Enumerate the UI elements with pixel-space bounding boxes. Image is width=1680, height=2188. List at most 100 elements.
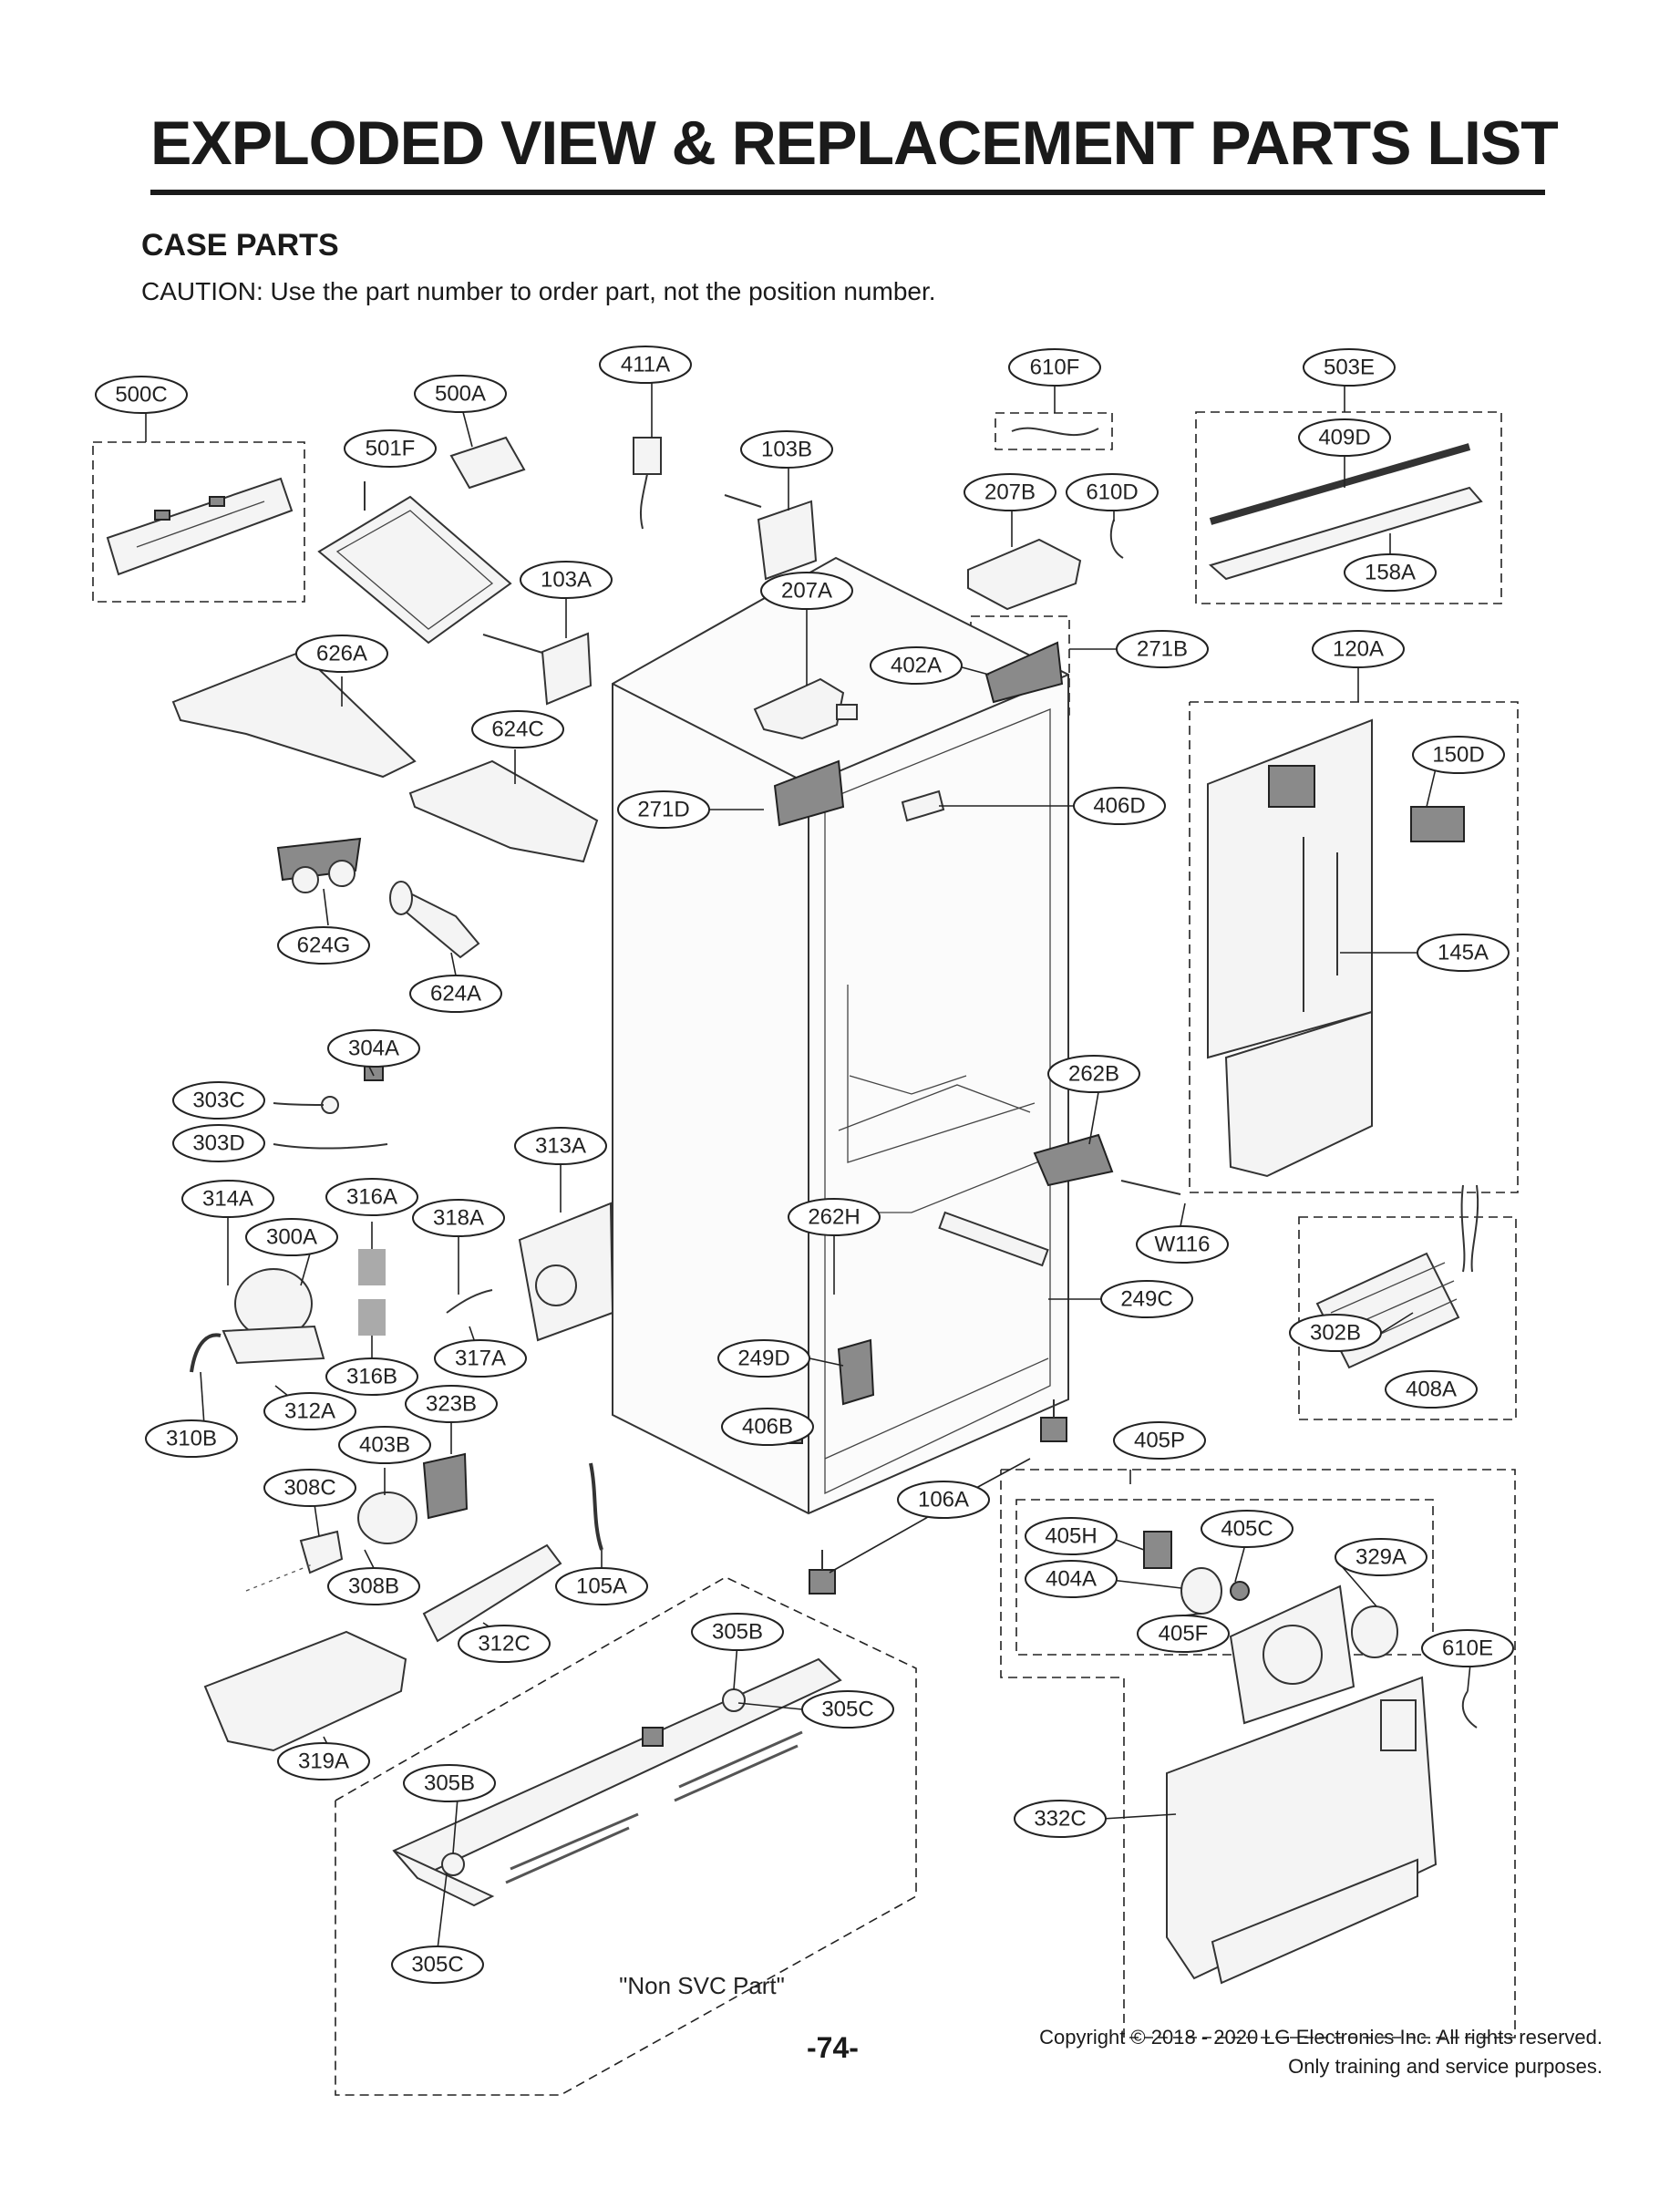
callout-313A: 313A	[514, 1127, 607, 1165]
callout-249C: 249C	[1100, 1280, 1193, 1318]
callout-103A: 103A	[520, 561, 613, 599]
group-box-302B	[1298, 1216, 1517, 1420]
callout-405F: 405F	[1137, 1615, 1230, 1653]
callout-624G: 624G	[277, 926, 370, 965]
part-610E-wire	[1461, 1690, 1478, 1729]
callout-312A: 312A	[263, 1392, 356, 1430]
screw-103A	[482, 634, 543, 654]
svg-text:308C: 308C	[283, 1475, 335, 1500]
svg-text:405P: 405P	[1134, 1428, 1185, 1452]
group-box-503E	[1195, 411, 1502, 604]
callout-408A: 408A	[1385, 1370, 1478, 1409]
part-500C-board	[106, 477, 294, 576]
callout-319A: 319A	[277, 1742, 370, 1780]
callout-329A: 329A	[1335, 1538, 1427, 1576]
part-411A-cord	[633, 437, 662, 530]
mullion-rail	[938, 1211, 1049, 1267]
svg-text:103B: 103B	[761, 437, 812, 461]
svg-text:120A: 120A	[1333, 636, 1384, 661]
caution-text: CAUTION: Use the part number to order pa…	[141, 277, 936, 305]
svg-text:332C: 332C	[1034, 1806, 1086, 1831]
callout-323B: 323B	[405, 1385, 498, 1423]
screw-W116	[1120, 1180, 1181, 1195]
svg-text:305C: 305C	[411, 1952, 463, 1976]
svg-text:500A: 500A	[435, 381, 486, 406]
usage-text: Only training and service purposes.	[1288, 2055, 1603, 2078]
page-title: EXPLODED VIEW & REPLACEMENT PARTS LIST	[150, 108, 1559, 178]
part-271B-hinge	[984, 641, 1064, 704]
callout-314A: 314A	[181, 1180, 274, 1218]
svg-text:249D: 249D	[737, 1346, 789, 1370]
callout-305C-right: 305C	[801, 1690, 894, 1729]
svg-text:404A: 404A	[1046, 1566, 1097, 1591]
callout-145A: 145A	[1417, 934, 1510, 972]
part-150D-module	[1410, 806, 1465, 842]
callout-303D: 303D	[172, 1124, 265, 1162]
title-rule	[150, 190, 1545, 195]
callout-610D: 610D	[1066, 473, 1159, 511]
part-305-base-plate	[392, 1657, 842, 1907]
svg-text:329A: 329A	[1355, 1544, 1407, 1569]
callout-500A: 500A	[414, 375, 507, 413]
svg-text:303C: 303C	[192, 1088, 244, 1112]
part-402A-block	[836, 704, 858, 720]
group-box-610F	[995, 412, 1113, 450]
svg-text:150D: 150D	[1432, 742, 1484, 767]
part-103A-bracket	[541, 632, 593, 706]
svg-text:302B: 302B	[1310, 1320, 1361, 1345]
group-box-305B	[335, 1576, 917, 2096]
screw-103B	[724, 494, 762, 508]
callout-120A: 120A	[1312, 630, 1405, 668]
callout-610E: 610E	[1421, 1629, 1514, 1667]
svg-text:405C: 405C	[1221, 1516, 1273, 1541]
non-svc-note: "Non SVC Part"	[619, 1972, 785, 1999]
callout-316A: 316A	[325, 1178, 418, 1216]
svg-text:305C: 305C	[821, 1697, 873, 1721]
part-106A-leveler	[809, 1399, 1067, 1595]
page-number: -74-	[807, 2031, 859, 2064]
part-316B-pad	[358, 1299, 386, 1336]
svg-text:317A: 317A	[455, 1346, 506, 1370]
part-624C-cover	[408, 759, 599, 863]
part-262B-hinge	[1033, 1133, 1114, 1187]
svg-text:610F: 610F	[1030, 355, 1080, 379]
cabinet-liner	[824, 708, 1051, 1495]
svg-text:323B: 323B	[426, 1391, 477, 1416]
part-501F-tray	[317, 481, 512, 645]
svg-text:W116: W116	[1155, 1232, 1211, 1256]
callout-405P: 405P	[1113, 1421, 1206, 1460]
svg-text:313A: 313A	[535, 1133, 586, 1158]
svg-text:624A: 624A	[430, 981, 481, 1006]
svg-text:402A: 402A	[891, 653, 942, 677]
part-105A-cable	[589, 1462, 603, 1551]
callout-503E: 503E	[1303, 348, 1396, 387]
callout-411A: 411A	[599, 346, 692, 384]
group-box-405H	[1015, 1499, 1434, 1656]
callout-207B: 207B	[964, 473, 1056, 511]
liner-shelf-1	[847, 985, 1036, 1163]
group-box-120A	[1189, 701, 1519, 1193]
part-271D-hinge	[773, 759, 845, 827]
part-319A-frame	[203, 1630, 407, 1752]
liner-ledge	[838, 1084, 1031, 1131]
part-610D-wire	[1109, 519, 1124, 559]
svg-text:271B: 271B	[1137, 636, 1188, 661]
part-300A-compressor	[222, 1268, 325, 1365]
group-box-405P	[1000, 1469, 1516, 2038]
svg-text:312A: 312A	[284, 1398, 335, 1423]
callout-403B: 403B	[338, 1426, 431, 1464]
part-403B-shroud	[357, 1491, 417, 1544]
svg-text:316A: 316A	[346, 1184, 397, 1209]
part-249D-damper	[837, 1338, 875, 1406]
svg-text:312C: 312C	[478, 1631, 530, 1656]
svg-text:158A: 158A	[1365, 560, 1416, 584]
callout-262H: 262H	[788, 1198, 881, 1236]
callout-402A: 402A	[870, 646, 963, 685]
svg-text:249C: 249C	[1120, 1286, 1172, 1311]
svg-text:409D: 409D	[1318, 425, 1370, 449]
svg-text:405F: 405F	[1159, 1621, 1209, 1646]
callout-W116: W116	[1136, 1225, 1229, 1264]
svg-text:310B: 310B	[166, 1426, 217, 1450]
part-610F-harness	[1011, 427, 1099, 437]
copyright-text: Copyright © 2018 - 2020 LG Electronics I…	[1039, 2026, 1603, 2049]
